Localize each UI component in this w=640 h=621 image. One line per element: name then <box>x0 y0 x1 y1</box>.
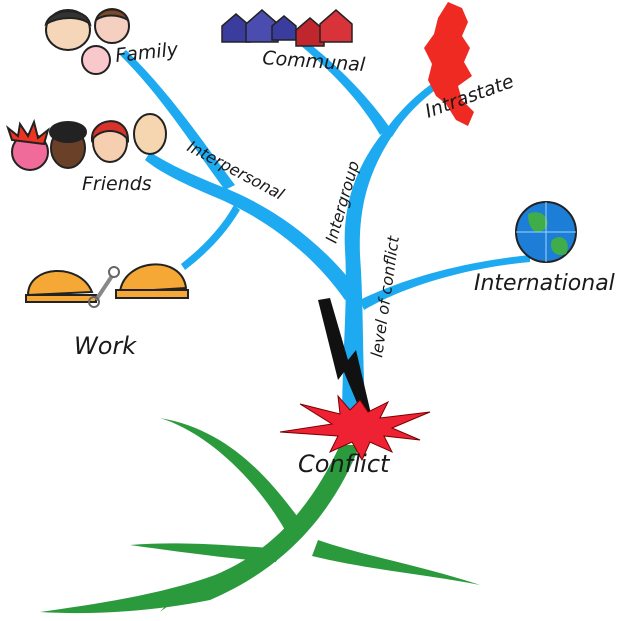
country-map-icon <box>424 2 474 126</box>
work-branch <box>181 205 240 270</box>
international-label: International <box>474 271 615 296</box>
family-branch <box>120 50 235 190</box>
intrastate-branch <box>384 75 448 137</box>
hard-hats-wrench-icon <box>25 263 189 308</box>
friends-label: Friends <box>82 173 152 195</box>
family-label: Family <box>114 38 180 67</box>
family-faces-icon <box>44 8 130 75</box>
branch-network <box>120 40 530 420</box>
work-label: Work <box>74 332 137 360</box>
communal-branch <box>300 40 390 135</box>
friends-faces-icon <box>5 113 167 171</box>
conflict-label: Conflict <box>298 450 391 478</box>
globe-icon <box>515 201 577 263</box>
trunk-branch <box>342 130 392 420</box>
international-branch <box>360 255 530 310</box>
interpersonal-branch <box>145 152 358 300</box>
roots <box>40 418 480 614</box>
houses-icon <box>221 9 353 47</box>
communal-label: Communal <box>262 47 367 76</box>
conflict-burst-icon <box>279 394 431 462</box>
lightning-bolt-icon <box>318 298 372 418</box>
